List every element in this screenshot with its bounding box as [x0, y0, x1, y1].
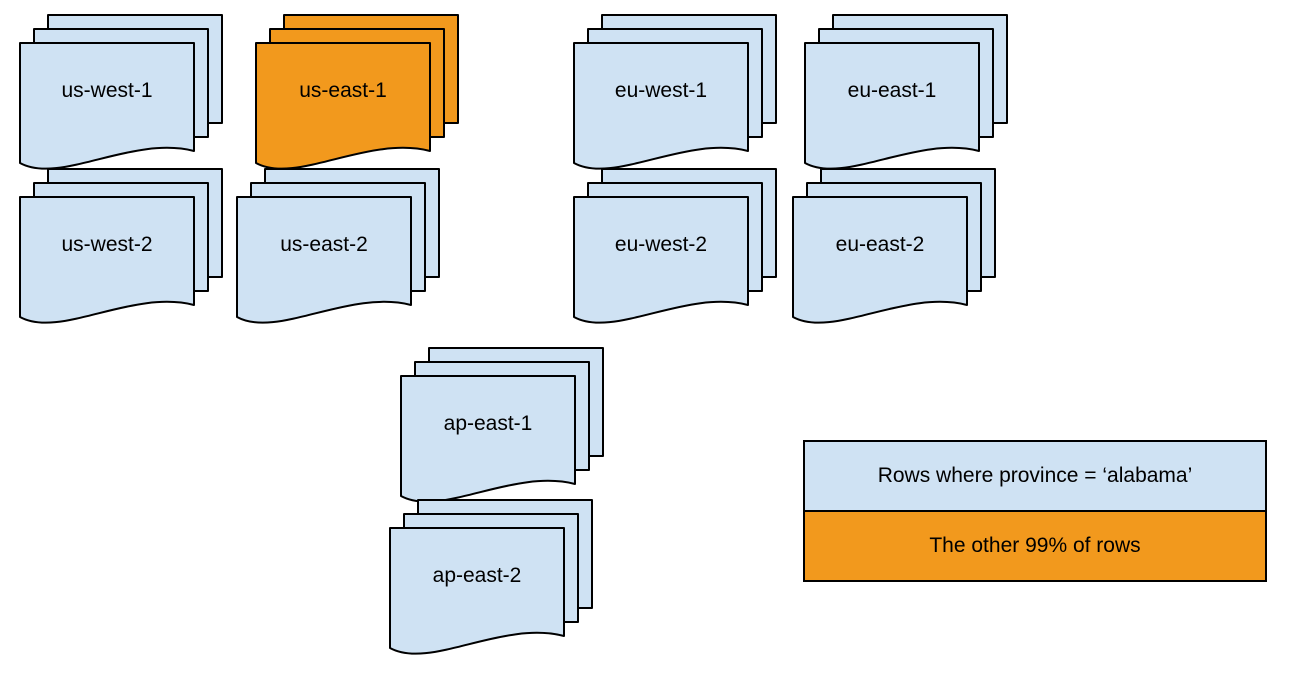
document-stack-icon	[804, 14, 1008, 170]
legend-label-blue: Rows where province = ‘alabama’	[877, 464, 1193, 487]
region-label: eu-west-2	[614, 233, 708, 256]
document-stack-icon	[389, 499, 593, 655]
region-stack-us-west-1: us-west-1	[19, 14, 225, 180]
region-stack-eu-west-2: eu-west-2	[573, 168, 779, 334]
region-label: eu-east-1	[847, 79, 937, 102]
document-stack-icon	[573, 14, 777, 170]
region-stack-eu-east-1: eu-east-1	[804, 14, 1010, 180]
region-stack-us-west-2: us-west-2	[19, 168, 225, 334]
legend: Rows where province = ‘alabama’ The othe…	[803, 440, 1267, 582]
region-label: us-east-1	[299, 79, 387, 102]
region-label: us-west-1	[61, 79, 153, 102]
document-stack-icon	[19, 168, 223, 324]
document-stack-icon	[573, 168, 777, 324]
region-stack-us-east-2: us-east-2	[236, 168, 442, 334]
region-stack-us-east-1: us-east-1	[255, 14, 461, 180]
region-stack-eu-east-2: eu-east-2	[792, 168, 998, 334]
document-stack-icon	[400, 347, 604, 503]
legend-item-orange: The other 99% of rows	[805, 512, 1265, 580]
legend-label-orange: The other 99% of rows	[929, 534, 1141, 557]
document-stack-icon	[236, 168, 440, 324]
region-label: eu-west-1	[614, 79, 708, 102]
region-label: ap-east-1	[443, 412, 533, 435]
document-stack-icon	[255, 14, 459, 170]
region-stack-eu-west-1: eu-west-1	[573, 14, 779, 180]
document-stack-icon	[792, 168, 996, 324]
region-label: us-east-2	[280, 233, 368, 256]
document-stack-icon	[19, 14, 223, 170]
region-label: ap-east-2	[432, 564, 522, 587]
region-stack-ap-east-2: ap-east-2	[389, 499, 595, 665]
legend-item-blue: Rows where province = ‘alabama’	[805, 442, 1265, 512]
region-label: us-west-2	[61, 233, 153, 256]
region-stack-ap-east-1: ap-east-1	[400, 347, 606, 513]
region-label: eu-east-2	[835, 233, 925, 256]
